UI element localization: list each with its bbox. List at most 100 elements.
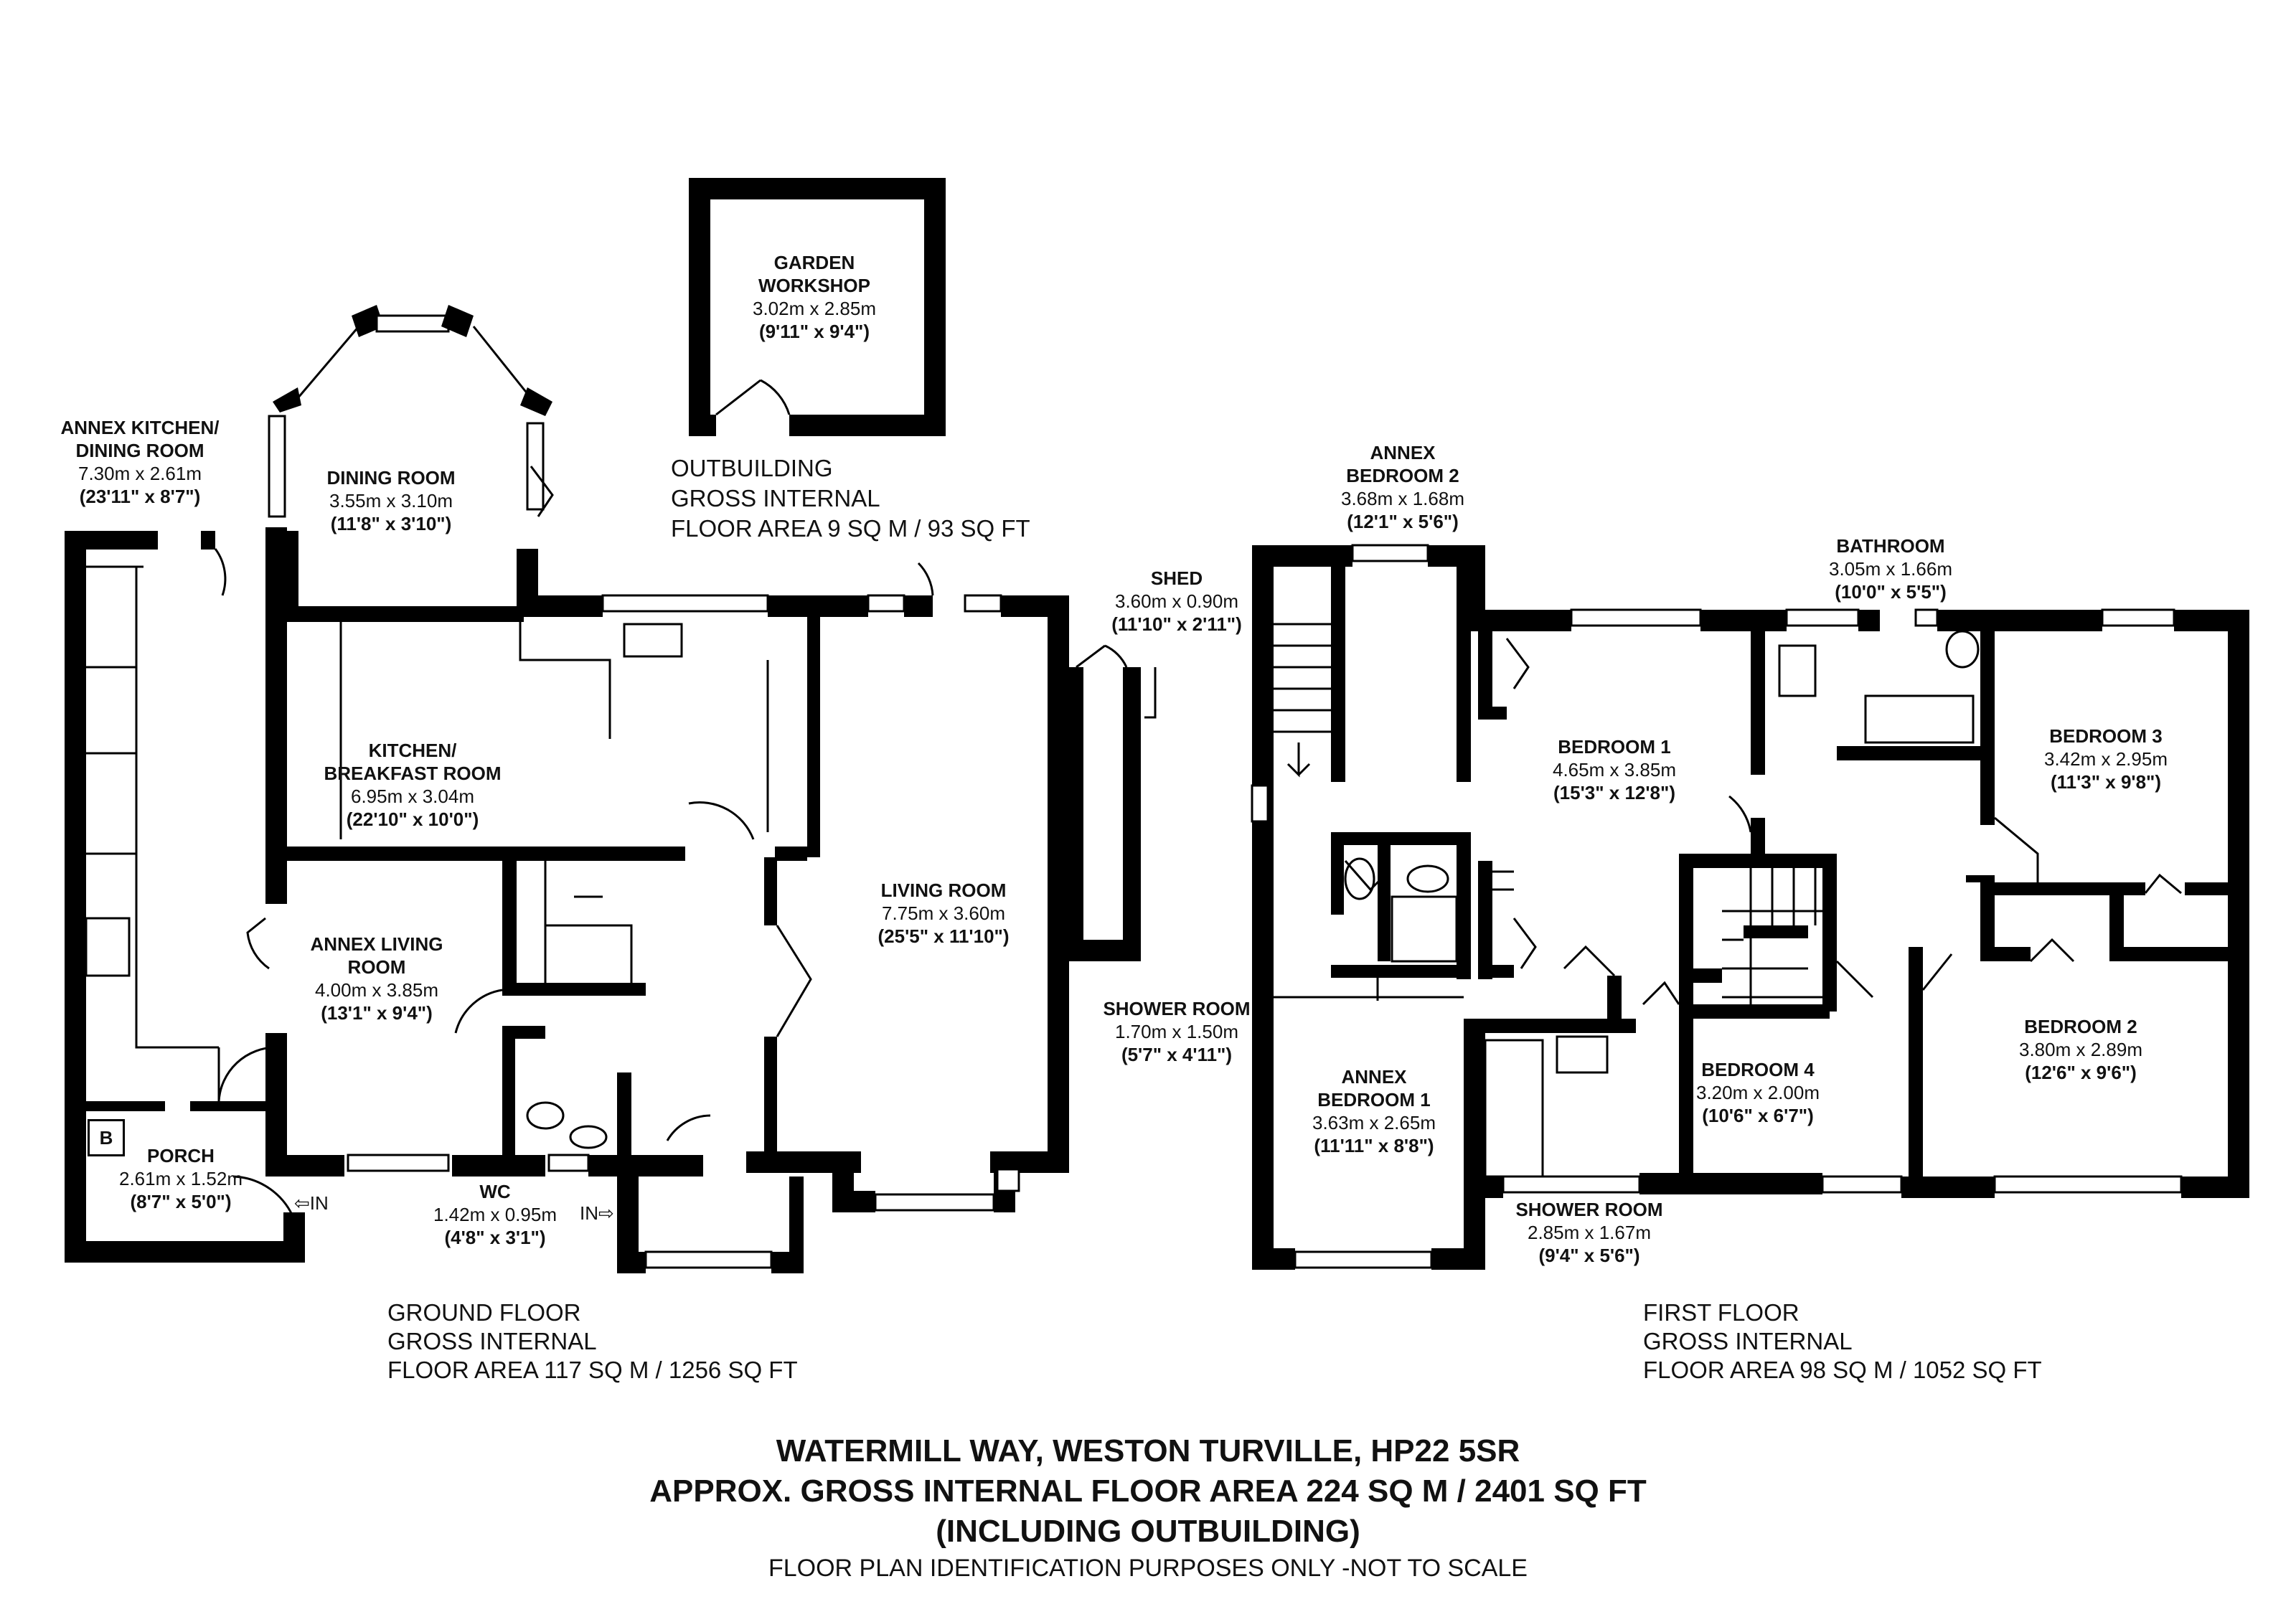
room-dimensions-metric: 3.05m x 1.66m <box>1829 558 1952 580</box>
room-dimensions-imperial: (12'6" x 9'6") <box>2025 1062 2137 1083</box>
room-dimensions-imperial: (11'11" x 8'8") <box>1314 1135 1434 1156</box>
room-name: BEDROOM 2 <box>1346 465 1459 486</box>
room-dimensions-metric: 2.61m x 1.52m <box>119 1168 243 1189</box>
room-name: BEDROOM 3 <box>2049 725 2163 747</box>
first-floor-caption: FIRST FLOOR GROSS INTERNAL FLOOR AREA 98… <box>1643 1298 2042 1385</box>
room-dimensions-metric: 6.95m x 3.04m <box>351 786 474 807</box>
room-dimensions-imperial: (13'1" x 9'4") <box>321 1002 433 1024</box>
footer-title-line: (INCLUDING OUTBUILDING) <box>936 1514 1360 1549</box>
room-name: SHED <box>1150 567 1203 589</box>
first-floor-caption-line: FIRST FLOOR <box>1643 1299 1799 1326</box>
room-dimensions-metric: 3.20m x 2.00m <box>1696 1082 1820 1103</box>
room-name: GARDEN <box>773 252 855 273</box>
outbuilding-caption-line: GROSS INTERNAL <box>671 485 880 511</box>
room-dimensions-imperial: (10'0" x 5'5") <box>1835 581 1947 603</box>
outbuilding-caption-line: OUTBUILDING <box>671 455 833 481</box>
room-dimensions-metric: 3.02m x 2.85m <box>753 298 876 319</box>
entry-marker-annex: ⇦IN <box>294 1192 329 1215</box>
room-dimensions-metric: 3.63m x 2.65m <box>1312 1112 1436 1133</box>
room-name: ANNEX KITCHEN/ <box>60 417 220 438</box>
room-dimensions-imperial: (9'4" x 5'6") <box>1538 1245 1640 1266</box>
room-dimensions-metric: 3.60m x 0.90m <box>1115 590 1238 612</box>
room-name: BREAKFAST ROOM <box>324 763 502 784</box>
room-name: ANNEX <box>1341 1066 1407 1088</box>
room-dimensions-imperial: (5'7" x 4'11") <box>1121 1044 1233 1065</box>
room-dimensions-imperial: (22'10" x 10'0") <box>346 808 479 830</box>
arrow-left-icon: ⇦ <box>294 1192 310 1214</box>
room-name: WC <box>479 1181 511 1202</box>
entry-marker-label: IN <box>309 1192 329 1214</box>
first-floor-walls <box>1251 544 2249 1270</box>
room-dimensions-metric: 3.42m x 2.95m <box>2044 748 2168 770</box>
room-name: PORCH <box>147 1145 215 1166</box>
room-dimensions-metric: 4.65m x 3.85m <box>1553 759 1676 781</box>
room-dimensions-metric: 7.30m x 2.61m <box>78 463 202 484</box>
boiler-marker: B <box>88 1119 125 1156</box>
room-dimensions-imperial: (11'10" x 2'11") <box>1111 613 1242 635</box>
room-dimensions-metric: 4.00m x 3.85m <box>315 979 438 1001</box>
room-dimensions-imperial: (15'3" x 12'8") <box>1553 782 1675 803</box>
room-dimensions-imperial: (4'8" x 3'1") <box>444 1227 546 1248</box>
shed-walls <box>1069 644 1157 961</box>
entry-marker-main: IN⇨ <box>580 1202 614 1225</box>
ground-floor-caption-line: GROUND FLOOR <box>387 1299 581 1326</box>
room-name: ANNEX <box>1370 442 1436 463</box>
outbuilding-caption-line: FLOOR AREA 9 SQ M / 93 SQ FT <box>671 515 1030 542</box>
room-name: BEDROOM 1 <box>1558 736 1671 758</box>
footer-title-line: WATERMILL WAY, WESTON TURVILLE, HP22 5SR <box>776 1433 1520 1468</box>
room-dimensions-imperial: (11'3" x 9'8") <box>2050 771 2162 793</box>
room-name: DINING ROOM <box>326 467 456 489</box>
ground-floor-walls <box>65 305 1071 1273</box>
room-name: BEDROOM 1 <box>1317 1089 1431 1111</box>
room-name: KITCHEN/ <box>368 740 457 761</box>
room-dimensions-metric: 3.68m x 1.68m <box>1341 488 1464 509</box>
room-dimensions-metric: 3.80m x 2.89m <box>2019 1039 2142 1060</box>
footer: WATERMILL WAY, WESTON TURVILLE, HP22 5SR… <box>0 1431 2296 1585</box>
footer-disclaimer: FLOOR PLAN IDENTIFICATION PURPOSES ONLY … <box>768 1555 1528 1582</box>
entry-marker-label: IN <box>580 1202 598 1224</box>
room-dimensions-metric: 7.75m x 3.60m <box>882 902 1005 924</box>
ground-floor-caption-line: FLOOR AREA 117 SQ M / 1256 SQ FT <box>387 1357 798 1383</box>
ground-floor-caption-line: GROSS INTERNAL <box>387 1328 597 1354</box>
room-name: DINING ROOM <box>75 440 204 461</box>
room-name: ANNEX LIVING <box>310 933 443 955</box>
room-dimensions-imperial: (12'1" x 5'6") <box>1347 511 1459 532</box>
arrow-right-icon: ⇨ <box>598 1202 614 1224</box>
boiler-marker-label: B <box>99 1127 113 1149</box>
room-name: BEDROOM 2 <box>2024 1016 2137 1037</box>
ground-floor-caption: GROUND FLOOR GROSS INTERNAL FLOOR AREA 1… <box>387 1298 798 1385</box>
room-dimensions-metric: 3.55m x 3.10m <box>329 490 453 511</box>
room-dimensions-imperial: (8'7" x 5'0") <box>130 1191 232 1212</box>
room-name: SHOWER ROOM <box>1515 1199 1663 1220</box>
room-dimensions-imperial: (11'8" x 3'10") <box>330 513 452 534</box>
room-name: SHOWER ROOM <box>1103 998 1251 1019</box>
first-floor-caption-line: GROSS INTERNAL <box>1643 1328 1853 1354</box>
room-name: LIVING ROOM <box>880 880 1007 901</box>
outbuilding-caption: OUTBUILDING GROSS INTERNAL FLOOR AREA 9 … <box>671 453 1030 544</box>
room-dimensions-metric: 2.85m x 1.67m <box>1528 1222 1651 1243</box>
room-name: BATHROOM <box>1836 535 1945 557</box>
first-floor-caption-line: FLOOR AREA 98 SQ M / 1052 SQ FT <box>1643 1357 2042 1383</box>
garden-workshop-walls <box>689 178 946 436</box>
footer-title-line: APPROX. GROSS INTERNAL FLOOR AREA 224 SQ… <box>649 1474 1647 1509</box>
room-dimensions-imperial: (25'5" x 11'10") <box>878 925 1010 947</box>
room-dimensions-imperial: (23'11" x 8'7") <box>79 486 201 507</box>
room-dimensions-imperial: (9'11" x 9'4") <box>758 321 870 342</box>
